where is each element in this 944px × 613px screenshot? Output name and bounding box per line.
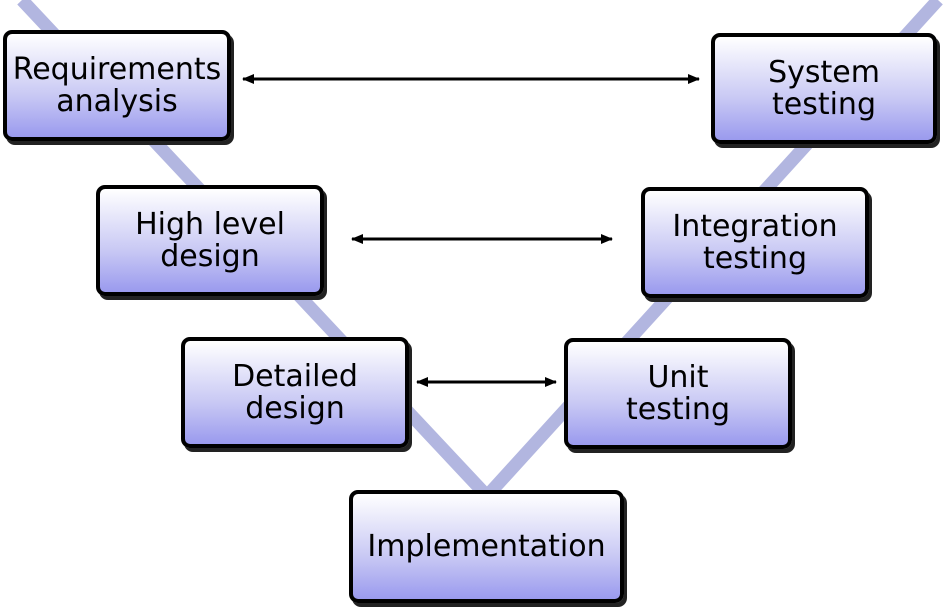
integration-testing-box: Integration testing	[641, 187, 869, 298]
implementation-box: Implementation	[349, 490, 624, 603]
system-testing-box: System testing	[711, 33, 937, 144]
detailed-design-box: Detailed design	[181, 337, 409, 448]
requirements-analysis-label: Requirements analysis	[12, 51, 222, 119]
unit-testing-box: Unit testing	[564, 338, 792, 449]
high-level-design-box: High level design	[96, 185, 324, 296]
implementation-label: Implementation	[367, 528, 606, 564]
unit-testing-label: Unit testing	[625, 359, 730, 427]
high-level-design-label: High level design	[135, 206, 285, 274]
requirements-analysis-box: Requirements analysis	[3, 30, 231, 141]
detailed-design-label: Detailed design	[232, 358, 358, 426]
system-testing-label: System testing	[768, 54, 880, 122]
integration-testing-label: Integration testing	[672, 208, 838, 276]
